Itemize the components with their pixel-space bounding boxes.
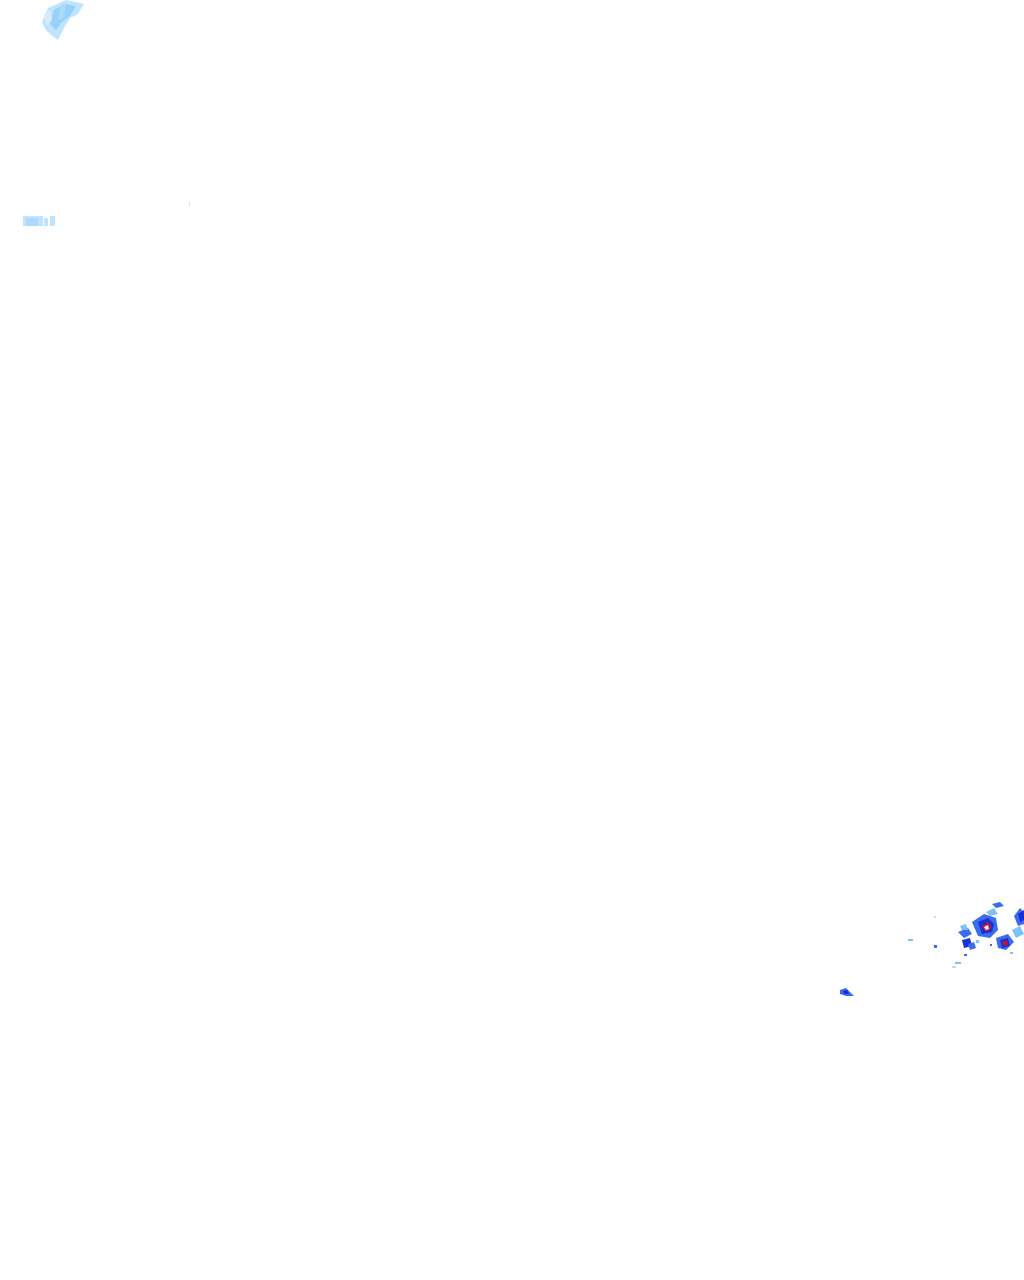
south-east-cell-cluster	[908, 902, 1024, 968]
faint-echo-speck	[189, 202, 190, 207]
north-west-light-echo	[42, 0, 84, 40]
south-east-isolated-cell	[840, 988, 854, 996]
west-light-echo-strip	[23, 216, 55, 226]
